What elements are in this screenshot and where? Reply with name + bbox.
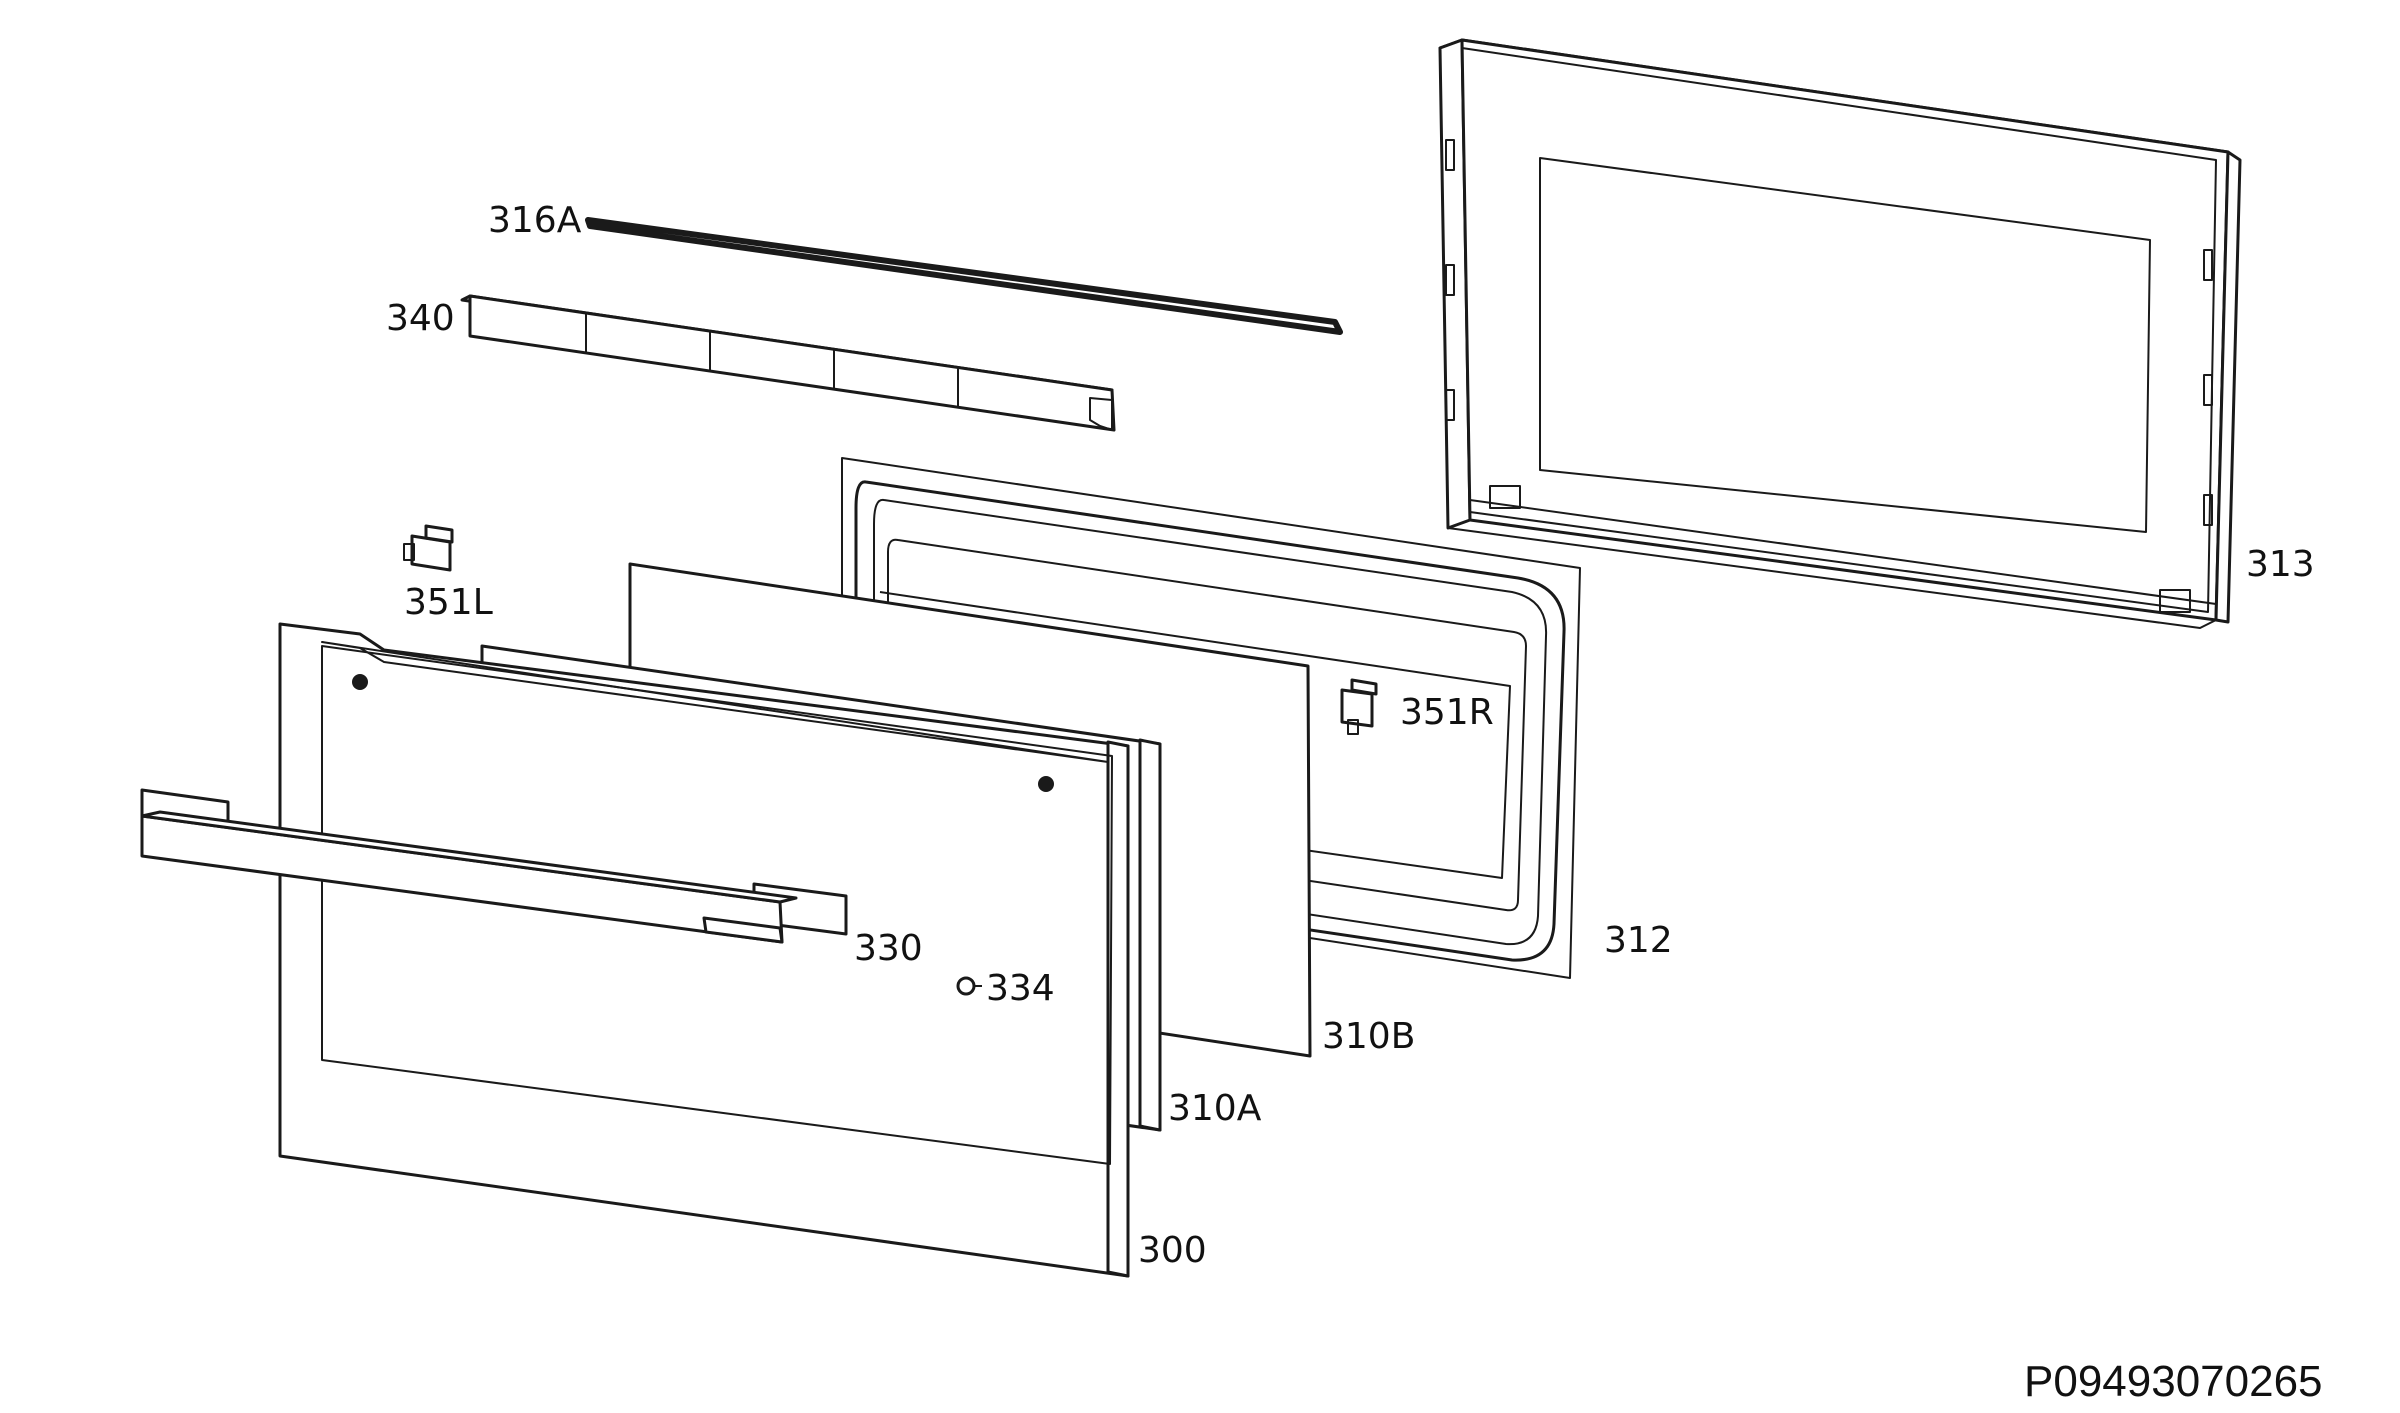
label-316A: 316A — [488, 200, 582, 241]
part-340-deflector — [460, 294, 1116, 432]
label-330: 330 — [854, 928, 923, 969]
label-334: 334 — [986, 968, 1055, 1009]
label-313: 313 — [2246, 544, 2315, 585]
label-351R: 351R — [1400, 692, 1494, 733]
part-330-handle — [140, 788, 848, 944]
label-310B: 310B — [1322, 1016, 1415, 1057]
part-351L-bracket — [403, 524, 454, 572]
label-351L: 351L — [404, 582, 493, 623]
part-351R-bracket — [1340, 678, 1378, 735]
part-334-screw — [956, 976, 982, 996]
label-300: 300 — [1138, 1230, 1207, 1271]
label-340: 340 — [386, 298, 455, 339]
document-number: P09493070265 — [2024, 1357, 2323, 1406]
part-316A-strip — [585, 217, 1343, 335]
label-310A: 310A — [1168, 1088, 1262, 1129]
part-300-outer-door — [278, 622, 1130, 1278]
label-312: 312 — [1604, 920, 1673, 961]
part-313-rear-frame — [1438, 38, 2242, 629]
